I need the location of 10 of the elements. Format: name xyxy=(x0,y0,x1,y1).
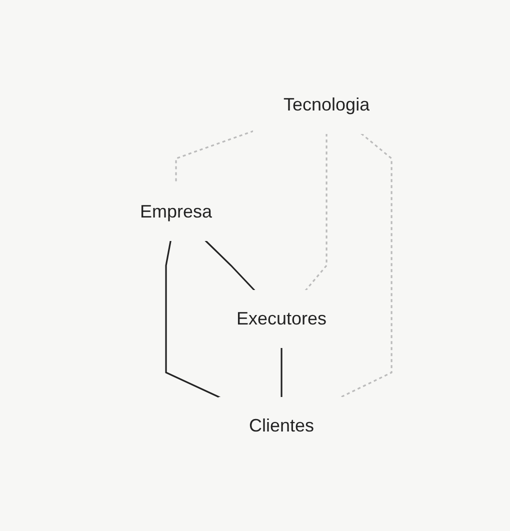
node-text: Tecnologia xyxy=(284,94,370,114)
connector xyxy=(280,348,283,398)
connector xyxy=(204,240,256,292)
node-text: Clientes xyxy=(249,416,314,436)
connector xyxy=(175,130,254,184)
connector xyxy=(340,132,393,398)
node-text: Empresa xyxy=(140,202,212,222)
connector xyxy=(165,240,221,398)
node-text: Executores xyxy=(236,308,327,328)
connector xyxy=(305,134,328,292)
